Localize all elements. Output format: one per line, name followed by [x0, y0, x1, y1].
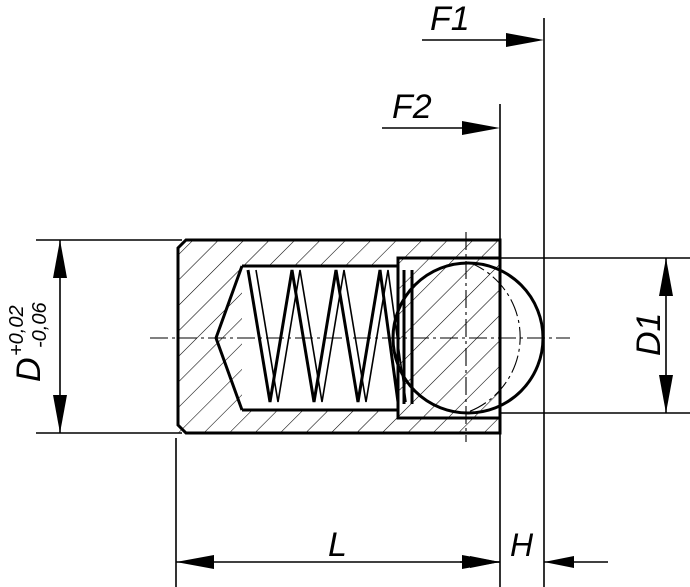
extension-lines — [36, 18, 690, 587]
d-tol-lower: -0,06 — [29, 302, 51, 348]
d1-dimension: D1 — [630, 258, 673, 413]
f1-force-arrow: F1 — [422, 0, 544, 47]
f2-force-arrow: F2 — [382, 88, 500, 135]
h-dimension: H — [460, 527, 608, 568]
compression-spring — [246, 269, 414, 404]
d-tol-upper: +0,02 — [6, 305, 28, 356]
d1-label: D1 — [630, 313, 668, 356]
h-label: H — [510, 527, 534, 563]
d-label: D — [10, 357, 48, 382]
l-label: L — [328, 526, 347, 564]
l-dimension: L — [176, 526, 500, 569]
f1-label: F1 — [430, 0, 470, 38]
d-dimension: D +0,02 -0,06 — [6, 240, 67, 433]
f2-label: F2 — [392, 88, 432, 126]
housing-section — [176, 238, 502, 435]
